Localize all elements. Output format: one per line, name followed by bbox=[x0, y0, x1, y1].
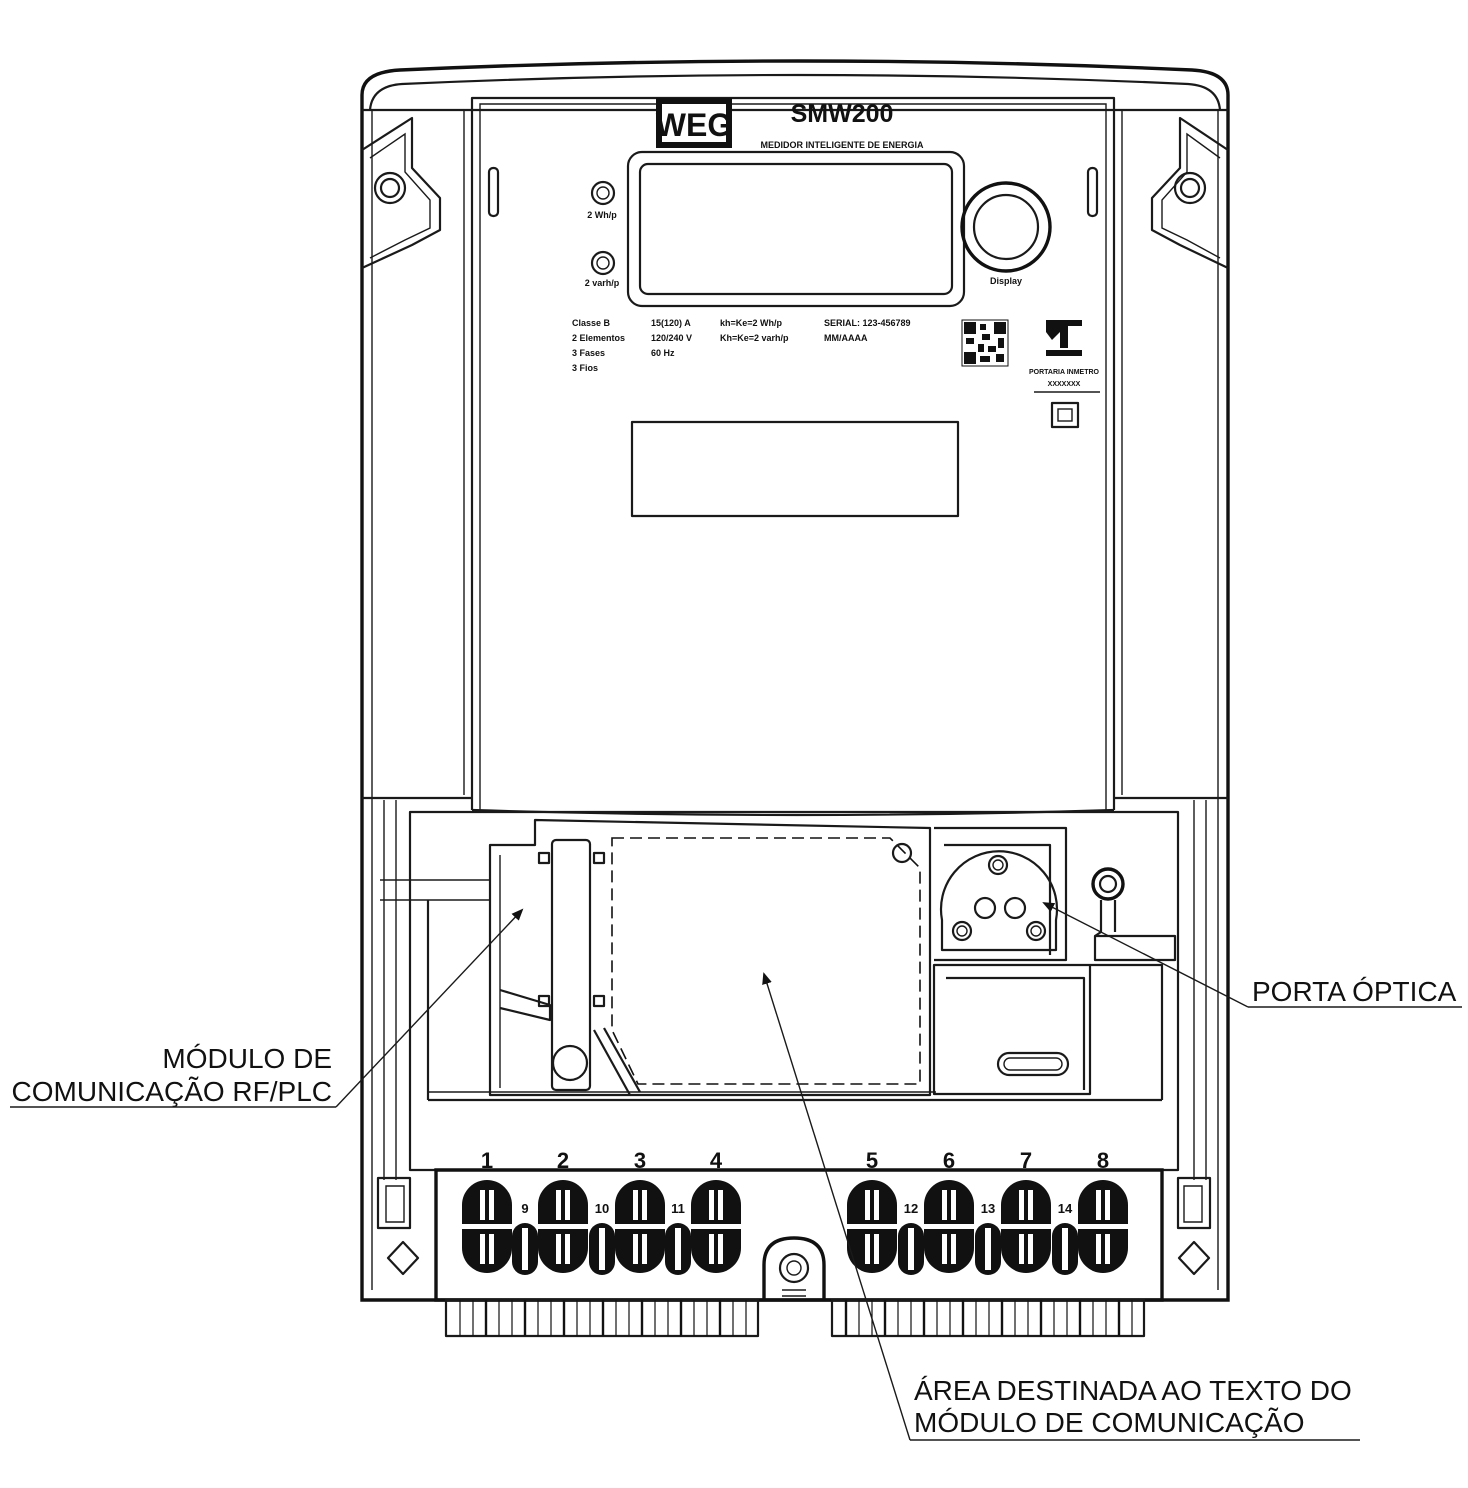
led-kwh-label: 2 Wh/p bbox=[587, 210, 617, 220]
connector-hole[interactable] bbox=[589, 1223, 615, 1275]
callout-text-area: ÁREA DESTINADA AO TEXTO DO MÓDULO DE COM… bbox=[762, 972, 1360, 1441]
specs-column-3: kh=Ke=2 Wh/p Kh=Ke=2 varh/p bbox=[720, 318, 789, 343]
display-button-label: Display bbox=[990, 276, 1022, 286]
terminal-number-12: 12 bbox=[904, 1201, 918, 1216]
lcd-display bbox=[626, 150, 966, 308]
led-kwh-indicator bbox=[590, 180, 616, 206]
lower-right-block bbox=[932, 963, 1164, 1100]
svg-text:Kh=Ke=2 varh/p: Kh=Ke=2 varh/p bbox=[720, 333, 789, 343]
terminal-number-1: 1 bbox=[481, 1148, 493, 1173]
terminal-number-6: 6 bbox=[943, 1148, 955, 1173]
label-window bbox=[630, 420, 960, 518]
specs-column-4: SERIAL: 123-456789 MM/AAAA bbox=[824, 318, 911, 343]
front-panel bbox=[463, 96, 1123, 810]
svg-text:120/240 V: 120/240 V bbox=[651, 333, 692, 343]
terminal-number-13: 13 bbox=[981, 1201, 995, 1216]
terminal-number-9: 9 bbox=[521, 1201, 528, 1216]
svg-text:3 Fases: 3 Fases bbox=[572, 348, 605, 358]
svg-text:kh=Ke=2 Wh/p: kh=Ke=2 Wh/p bbox=[720, 318, 783, 328]
connector-hole[interactable] bbox=[1052, 1223, 1078, 1275]
svg-text:PORTA ÓPTICA: PORTA ÓPTICA bbox=[1252, 976, 1457, 1007]
display-button[interactable] bbox=[960, 181, 1052, 273]
svg-text:2 Elementos: 2 Elementos bbox=[572, 333, 625, 343]
terminal-hole[interactable] bbox=[537, 1180, 589, 1273]
callout-module: MÓDULO DE COMUNICAÇÃO RF/PLC bbox=[10, 908, 524, 1108]
svg-text:XXXXXXX: XXXXXXX bbox=[1048, 381, 1081, 388]
terminal-number-4: 4 bbox=[710, 1148, 723, 1173]
left-mounting-ear bbox=[361, 116, 442, 269]
meter-housing bbox=[360, 59, 1230, 1302]
terminal-number-2: 2 bbox=[557, 1148, 569, 1173]
svg-text:Classe B: Classe B bbox=[572, 318, 611, 328]
terminal-hole[interactable] bbox=[1077, 1180, 1129, 1273]
svg-text:ÁREA DESTINADA AO TEXTO DO: ÁREA DESTINADA AO TEXTO DO bbox=[914, 1375, 1352, 1406]
led-kvarh-label: 2 varh/p bbox=[585, 278, 620, 288]
optical-port[interactable] bbox=[934, 826, 1068, 962]
terminal-numbers: 1 2 3 4 5 6 7 8 9 10 11 12 13 14 bbox=[481, 1148, 1109, 1216]
connector-hole[interactable] bbox=[665, 1223, 691, 1275]
right-mounting-ear bbox=[1150, 116, 1229, 269]
connector-hole[interactable] bbox=[898, 1223, 924, 1275]
terminal-hole[interactable] bbox=[690, 1180, 742, 1273]
inmetro-seal: PORTARIA INMETRO XXXXXXX bbox=[1029, 320, 1100, 429]
terminal-number-11: 11 bbox=[671, 1201, 685, 1216]
svg-text:60 Hz: 60 Hz bbox=[651, 348, 675, 358]
terminal-number-7: 7 bbox=[1020, 1148, 1032, 1173]
svg-text:3 Fios: 3 Fios bbox=[572, 363, 598, 373]
model-label: SMW200 bbox=[791, 100, 894, 128]
terminal-number-10: 10 bbox=[595, 1201, 609, 1216]
subtitle-label: MEDIDOR INTELIGENTE DE ENERGIA bbox=[760, 140, 924, 150]
svg-text:MÓDULO DE: MÓDULO DE bbox=[162, 1043, 332, 1074]
terminal-hole[interactable] bbox=[846, 1180, 898, 1273]
qr-code bbox=[961, 319, 1009, 367]
terminal-compartment bbox=[362, 796, 1228, 1180]
terminal-hole[interactable] bbox=[614, 1180, 666, 1273]
specs-column-1: Classe B 2 Elementos 3 Fases 3 Fios bbox=[572, 318, 625, 373]
specs-column-2: 15(120) A 120/240 V 60 Hz bbox=[651, 318, 692, 358]
led-kvarh-indicator bbox=[590, 250, 616, 276]
terminal-hole[interactable] bbox=[1000, 1180, 1052, 1273]
svg-text:MM/AAAA: MM/AAAA bbox=[824, 333, 868, 343]
weg-logo: WEG bbox=[656, 98, 732, 148]
svg-text:COMUNICAÇÃO RF/PLC: COMUNICAÇÃO RF/PLC bbox=[12, 1076, 332, 1107]
svg-text:15(120) A: 15(120) A bbox=[651, 318, 691, 328]
terminal-number-8: 8 bbox=[1097, 1148, 1109, 1173]
svg-text:MÓDULO DE COMUNICAÇÃO: MÓDULO DE COMUNICAÇÃO bbox=[914, 1407, 1304, 1438]
callout-optical-port: PORTA ÓPTICA bbox=[1042, 902, 1462, 1008]
svg-text:PORTARIA INMETRO: PORTARIA INMETRO bbox=[1029, 369, 1100, 376]
terminal-number-14: 14 bbox=[1058, 1201, 1073, 1216]
terminal-number-3: 3 bbox=[634, 1148, 646, 1173]
svg-text:SERIAL: 123-456789: SERIAL: 123-456789 bbox=[824, 318, 911, 328]
terminal-number-5: 5 bbox=[866, 1148, 878, 1173]
communication-module bbox=[488, 818, 932, 1097]
terminal-holes bbox=[461, 1180, 1129, 1275]
terminal-hole[interactable] bbox=[461, 1180, 513, 1273]
seal-screw bbox=[1091, 867, 1177, 962]
terminal-fins bbox=[459, 1300, 1133, 1336]
connector-hole[interactable] bbox=[975, 1223, 1001, 1275]
connector-hole[interactable] bbox=[512, 1223, 538, 1275]
brand-label: WEG bbox=[656, 107, 732, 143]
terminal-hole[interactable] bbox=[923, 1180, 975, 1273]
